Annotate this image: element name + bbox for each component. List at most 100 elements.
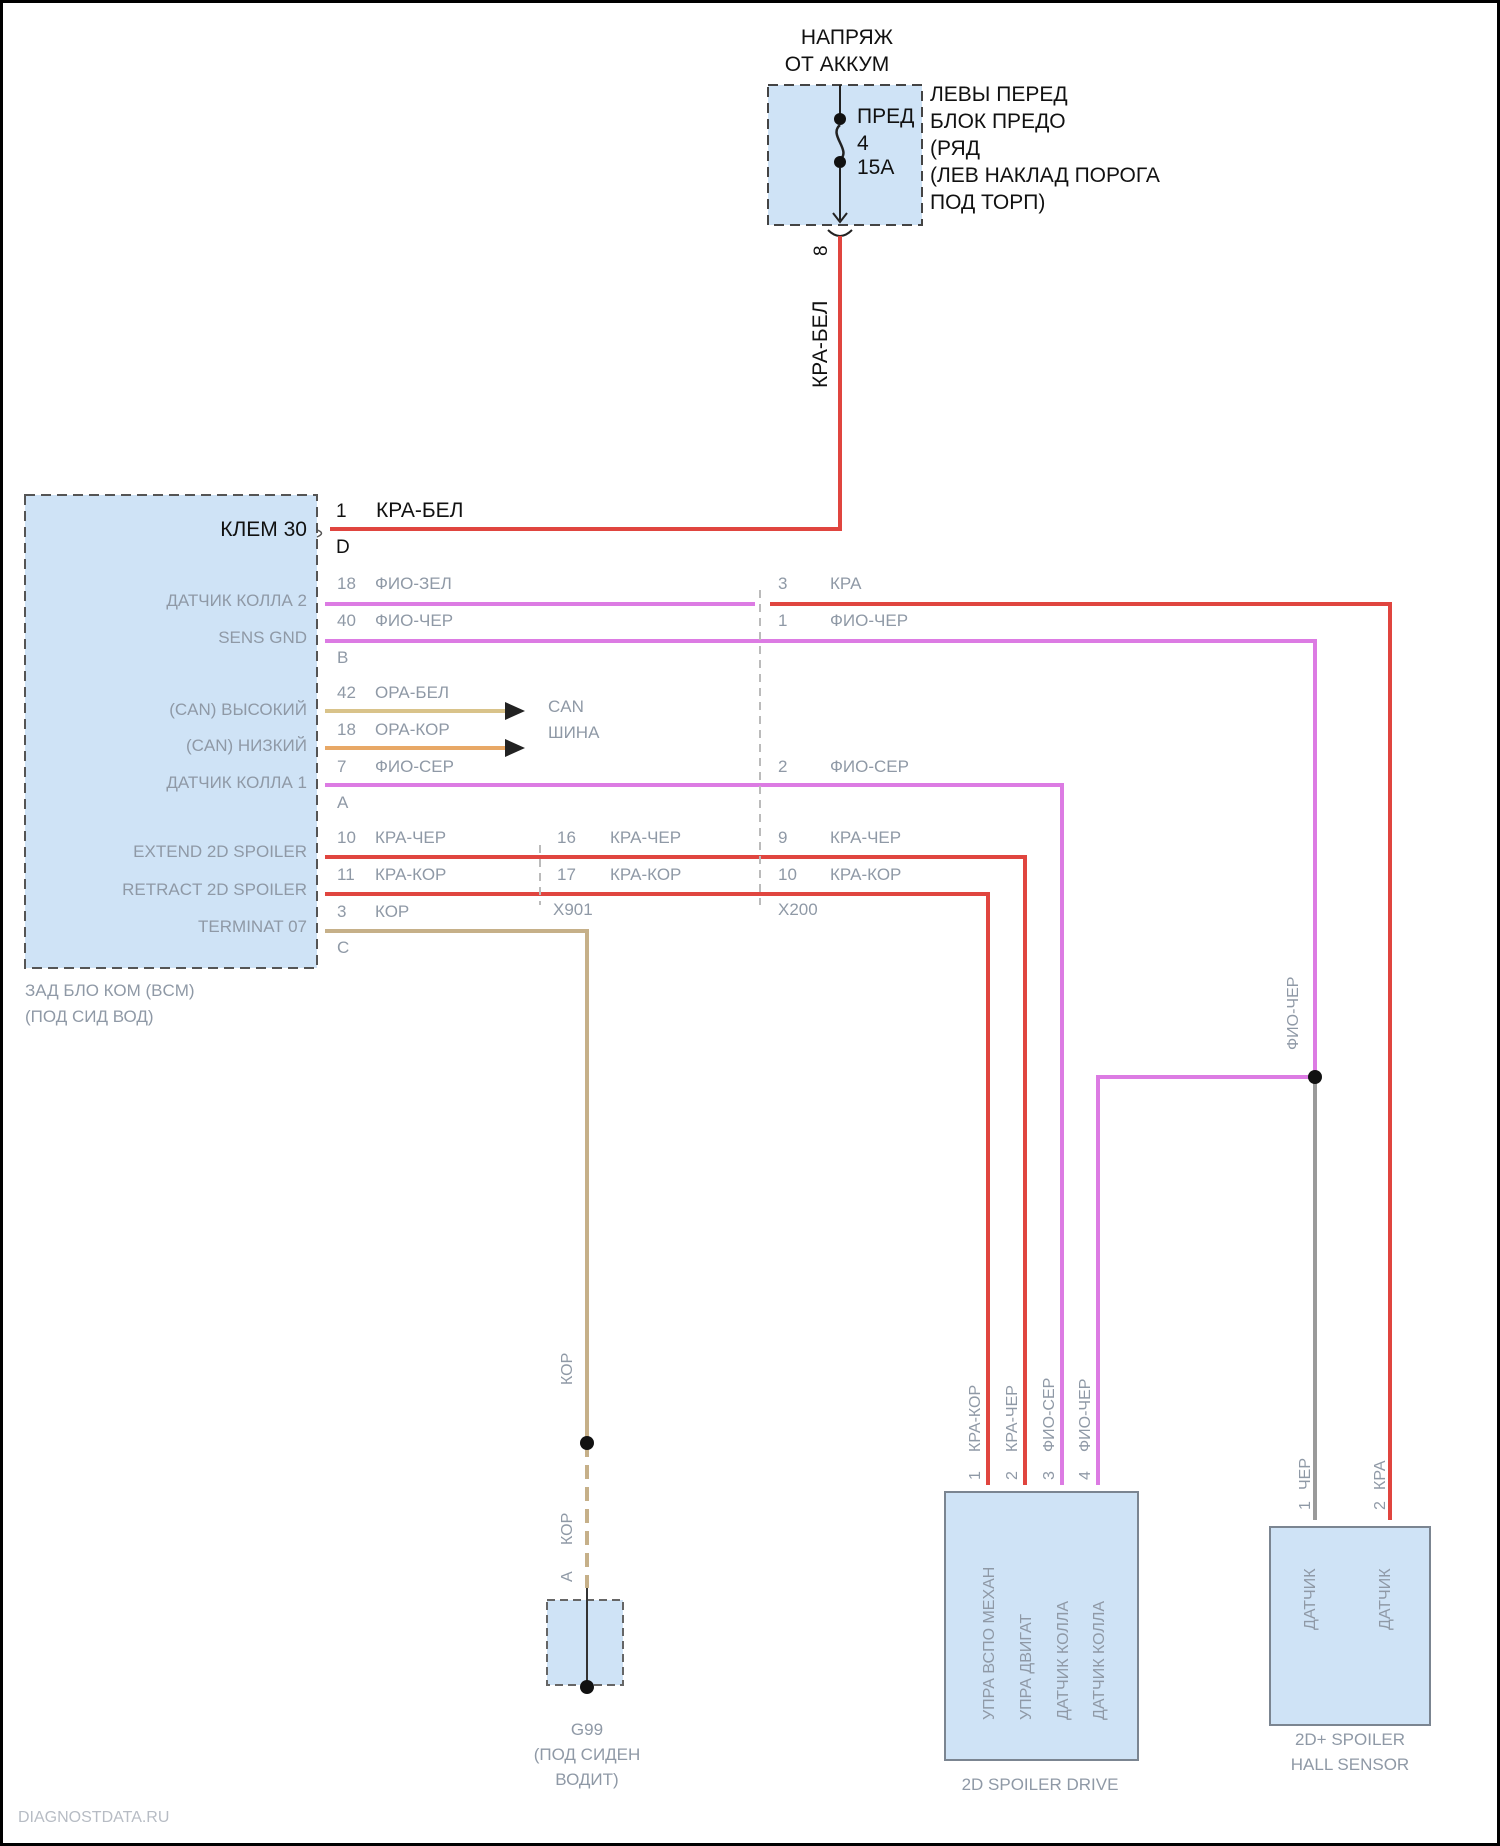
- hall-wire-1: КРА: [1372, 1460, 1389, 1490]
- drive-label-2: ДАТЧИК КОЛЛА: [1055, 1601, 1072, 1720]
- spoiler-drive-caption: 2D SPOILER DRIVE: [962, 1775, 1119, 1794]
- ground-point-icon: [580, 1680, 594, 1694]
- bcm-connector-c: C: [337, 938, 349, 957]
- wire-terminat: [325, 931, 587, 1443]
- bcm-circuit-label-1: SENS GND: [218, 628, 307, 647]
- splice-wire-label: ФИО-ЧЕР: [1285, 977, 1302, 1050]
- fuse-location-2: БЛОК ПРЕДО: [930, 110, 1066, 133]
- drive-label-3: ДАТЧИК КОЛЛА: [1091, 1601, 1108, 1720]
- fuse-location-4: (ЛЕВ НАКЛАД ПОРОГА: [930, 164, 1160, 187]
- drive-wire-0: КРА-КОР: [967, 1385, 984, 1452]
- wire-sensor1: [325, 785, 1062, 1485]
- fuse-terminal-bottom: [834, 156, 846, 168]
- supply-wire: [330, 236, 840, 529]
- connector-icon: [828, 230, 852, 236]
- watermark: DIAGNOSTDATA.RU: [18, 1809, 169, 1826]
- drive-wire-3: ФИО-ЧЕР: [1077, 1379, 1094, 1452]
- x200-pin-1: 1: [778, 611, 787, 630]
- supply-wire-label: КРА-БЕЛ: [809, 301, 832, 388]
- fuse-rating: 15A: [857, 156, 894, 179]
- fuse-type: ПРЕД: [857, 105, 914, 128]
- bcm-connector-b: B: [337, 648, 348, 667]
- ground-caption-2: (ПОД СИДЕН: [534, 1745, 641, 1764]
- x200-pin-4: 10: [778, 865, 797, 884]
- x901-wire-1: КРА-КОР: [610, 865, 681, 884]
- bcm-circuit-label-2: (CAN) ВЫСОКИЙ: [169, 700, 307, 719]
- bcm-connector-a: A: [337, 793, 349, 812]
- ground-splice-node: [580, 1436, 594, 1450]
- bcm-circuit-label-6: RETRACT 2D SPOILER: [122, 880, 307, 899]
- wire-splice-drive: [1098, 1077, 1315, 1485]
- supply-pin: 8: [811, 245, 832, 256]
- fuse-number: 4: [857, 132, 869, 155]
- bcm-wire-6: КРА-КОР: [375, 865, 446, 884]
- bcm-wire-3: ОРА-КОР: [375, 720, 450, 739]
- hall-wire-0: ЧЕР: [1297, 1458, 1314, 1490]
- drive-wire-1: КРА-ЧЕР: [1004, 1385, 1021, 1452]
- ground-wire-upper: КОР: [559, 1353, 576, 1385]
- bcm-pin-6: 11: [337, 865, 355, 884]
- x200-wire-3: КРА-ЧЕР: [830, 828, 901, 847]
- bcm-pin-3: 18: [337, 720, 356, 739]
- bcm-klem-connector: D: [336, 537, 350, 558]
- bcm-wire-7: КОР: [375, 902, 409, 921]
- ground-block: [547, 1600, 623, 1685]
- bcm-wire-5: КРА-ЧЕР: [375, 828, 446, 847]
- hall-caption-1: 2D+ SPOILER: [1295, 1730, 1405, 1749]
- hall-pin-1: 2: [1372, 1501, 1389, 1510]
- drive-pin-1: 2: [1004, 1471, 1021, 1480]
- bcm-pin-2: 42: [337, 683, 356, 702]
- bcm-pin-5: 10: [337, 828, 356, 847]
- hall-label-1: ДАТЧИК: [1377, 1568, 1394, 1630]
- hall-sensor-module: [1270, 1527, 1430, 1725]
- drive-label-1: УПРА ДВИГАТ: [1018, 1614, 1035, 1720]
- supply-title-line1: НАПРЯЖ: [801, 26, 894, 49]
- bcm-pin-4: 7: [337, 757, 346, 776]
- bcm-wire-0: ФИО-ЗЕЛ: [375, 574, 452, 593]
- can-low-arrow-icon: [505, 739, 525, 757]
- x200-wire-4: КРА-КОР: [830, 865, 901, 884]
- bcm-circuit-label-0: ДАТЧИК КОЛЛА 2: [166, 591, 307, 610]
- drive-label-0: УПРА ВСПО МЕХАН: [981, 1567, 998, 1720]
- x200-wire-0: КРА: [830, 574, 862, 593]
- bcm-pin-1: 40: [337, 611, 356, 630]
- bcm-caption-2: (ПОД СИД ВОД): [25, 1007, 154, 1026]
- drive-wire-2: ФИО-СЕР: [1041, 1378, 1058, 1452]
- bcm-klem-pin: 1: [336, 501, 347, 522]
- bcm-circuit-label-3: (CAN) НИЗКИЙ: [186, 736, 307, 755]
- bcm-circuit-label-4: ДАТЧИК КОЛЛА 1: [166, 773, 307, 792]
- drive-pin-3: 4: [1077, 1471, 1094, 1480]
- wire-extend-spoiler: [325, 857, 1025, 1485]
- spoiler-drive-module: [945, 1492, 1138, 1760]
- bcm-klem-wire: КРА-БЕЛ: [376, 499, 463, 522]
- x901-pin-1: 17: [557, 865, 576, 884]
- bcm-klem-label: КЛЕМ 30: [220, 518, 307, 541]
- bcm-wire-1: ФИО-ЧЕР: [375, 611, 453, 630]
- ground-caption-3: ВОДИТ): [555, 1770, 618, 1789]
- splice-node: [1308, 1070, 1322, 1084]
- x200-pin-0: 3: [778, 574, 787, 593]
- x200-pin-2: 2: [778, 757, 787, 776]
- bcm-pin-0: 18: [337, 574, 356, 593]
- fuse-location-1: ЛЕВЫ ПЕРЕД: [930, 83, 1068, 106]
- drive-pin-0: 1: [967, 1471, 984, 1480]
- hall-pin-0: 1: [1297, 1501, 1314, 1510]
- can-bus-label-2: ШИНА: [548, 723, 600, 742]
- bcm-caption-1: ЗАД БЛО КОМ (BCM): [25, 981, 195, 1000]
- x200-wire-1: ФИО-ЧЕР: [830, 611, 908, 630]
- bcm-circuit-label-5: EXTEND 2D SPOILER: [133, 842, 307, 861]
- bcm-wire-2: ОРА-БЕЛ: [375, 683, 449, 702]
- fuse-location-3: (РЯД: [930, 137, 980, 160]
- ground-wire-lower: КОР: [559, 1513, 576, 1545]
- can-high-arrow-icon: [505, 702, 525, 720]
- x901-name: X901: [553, 900, 593, 919]
- can-bus-label-1: CAN: [548, 697, 584, 716]
- drive-pin-2: 3: [1041, 1471, 1058, 1480]
- ground-caption-1: G99: [571, 1720, 603, 1739]
- bcm-wire-4: ФИО-СЕР: [375, 757, 454, 776]
- x901-wire-0: КРА-ЧЕР: [610, 828, 681, 847]
- hall-label-0: ДАТЧИК: [1302, 1568, 1319, 1630]
- x901-pin-0: 16: [557, 828, 576, 847]
